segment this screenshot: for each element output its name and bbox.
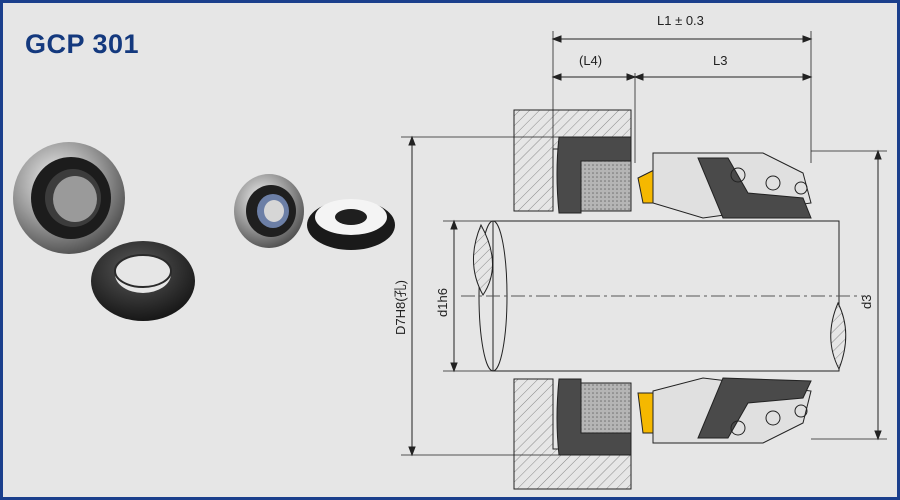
dim-label-l3: L3 [713,53,727,68]
seal-head-large-icon [13,142,125,254]
dim-label-l4: (L4) [579,53,602,68]
dim-label-l1: L1 ± 0.3 [657,13,704,28]
dim-label-d3: d3 [859,295,874,309]
seal-head-small-icon [234,174,304,248]
stationary-seat-white-icon [307,199,395,250]
seal-cross-section [401,31,887,490]
product-illustration: L1 ± 0.3 (L4) L3 D7H8(孔) d1h6 d3 [13,13,887,490]
product-title: GCP 301 [25,29,140,59]
dim-label-d1h6: d1h6 [435,288,450,317]
stationary-ring-large-icon [91,241,195,321]
dim-label-d7h8: D7H8(孔) [393,280,408,335]
